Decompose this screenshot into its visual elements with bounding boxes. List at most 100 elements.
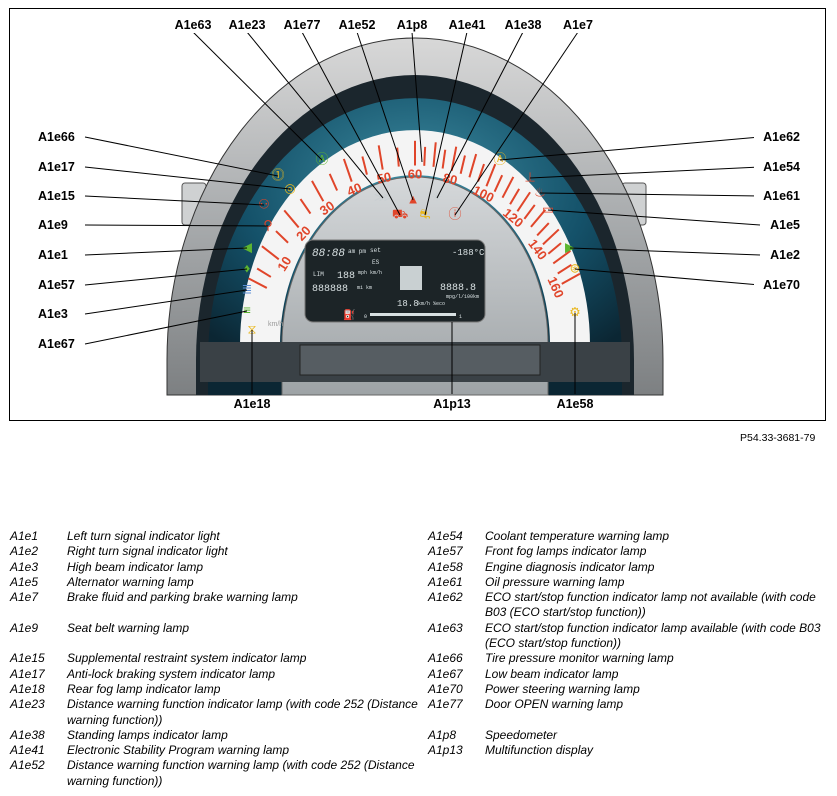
legend-description: Power steering warning lamp [485,681,640,696]
legend-code: A1e2 [10,544,39,559]
leader-line [454,31,579,216]
power-steering-icon: ⊛ [570,260,581,275]
legend-row: A1e57 Front fog lamps indicator lamp [428,544,828,559]
display-es: ES [372,259,380,266]
callout-label: A1e57 [38,278,75,292]
legend-row: A1e52 Distance warning function warning l… [10,758,420,789]
speed-tick [493,174,504,193]
speed-tick [485,163,497,187]
speed-tick [509,188,521,205]
legend-code: A1e41 [10,743,45,758]
callout-label: A1e5 [770,218,800,232]
speed-tick [377,145,384,170]
speed-tick [536,222,550,237]
leader-line [499,136,761,161]
display-odometer-unit: mi km [357,285,372,291]
display-speed: 188 [337,271,355,282]
multifunction-display [304,239,486,323]
leader-lines [84,31,761,394]
cluster-housing [166,37,664,396]
legend-description: Coolant temperature warning lamp [485,529,670,543]
speed-tick [248,277,268,289]
high-beam-icon: ≣ [242,281,253,296]
display-gauge-min: 0 [364,314,367,320]
front-fog-icon: ♦ [244,260,251,275]
legend-code: A1e15 [10,651,45,666]
legend-description: Distance warning function warning lamp (… [67,758,415,788]
display-contents: 88:88 am pm set -188°C ES LIM 188 mph km… [312,247,485,322]
leader-line [84,136,279,177]
speed-ticks [248,140,581,289]
legend-code: A1e5 [10,574,39,589]
display-limit: LIM [313,271,324,278]
speed-tick [501,176,515,199]
tire-pressure-icon: ⓵ [271,167,284,182]
leader-line [84,268,248,286]
display-speed-unit: mph km/h [358,270,382,276]
speed-tick [523,204,536,220]
distance-warning-icon: ⋙ [374,189,393,204]
speed-tick [552,250,571,265]
legend-description: ECO start/stop function indicator lamp n… [485,590,816,620]
speed-tick [542,228,560,246]
legend-description: Anti-lock braking system indicator lamp [67,666,276,681]
display-ampm: am pm [348,248,366,255]
legend-description: Right turn signal indicator light [67,544,228,559]
callout-label: A1e7 [563,18,593,32]
lower-controls [299,344,541,376]
legend-description: Door OPEN warning lamp [485,697,624,712]
display-trip: 8888.8 [440,283,476,294]
display-fuel-bar [370,313,456,316]
speed-tick [311,180,325,202]
airbag-icon: ⚇ [258,196,270,211]
legend-description: Tire pressure monitor warning lamp [485,651,674,666]
speed-tick [342,158,353,182]
coolant-temperature-icon: ⊥ [524,169,535,184]
callout-label: A1e52 [339,18,376,32]
legend-code: A1e67 [428,666,463,681]
speed-scale-band [240,130,590,345]
legend-description: Distance warning function indicator lamp… [67,697,418,727]
right-turn-arrow-icon: ▶ [565,239,575,254]
callout-label: A1e67 [38,337,75,351]
legend-description: Standing lamps indicator lamp [67,727,228,742]
legend-code: A1e57 [428,544,463,559]
legend-code: A1e58 [428,559,463,574]
callout-label: A1e70 [763,278,800,292]
callout-label: A1e77 [284,18,321,32]
legend-description: Rear fog lamp indicator lamp [67,681,221,696]
speed-tick [299,198,312,215]
legend-code: A1e1 [10,529,39,543]
display-temperature: -188°C [452,248,485,258]
legend-code: A1e52 [10,758,45,773]
callout-label: A1e2 [770,248,800,262]
legend-code: A1e7 [10,590,39,605]
legend-row: A1e2 Right turn signal indicator light [10,544,420,559]
leader-line [569,247,761,256]
speed-label: 40 [345,180,364,199]
legend-description: Front fog lamps indicator lamp [485,544,647,559]
leader-line [84,310,248,345]
speed-tick [256,267,272,278]
legend-code: A1e62 [428,590,463,605]
low-beam-icon: ≡ [243,302,251,317]
figure-reference: P54.33-3681-79 [740,432,816,444]
display-gauge-max: 1 [459,314,462,320]
display-consumption-unit: mpg/l/100km [446,294,479,300]
leader-line [84,166,291,190]
speed-label: 10 [274,254,294,274]
leader-line [301,31,401,216]
speed-tick [283,209,300,229]
seat-belt-icon: ⚲ [263,217,273,232]
legend-row: A1e70 Power steering warning lamp [428,682,828,697]
legend-code: A1e70 [428,681,463,696]
callout-label: A1e62 [763,130,800,144]
